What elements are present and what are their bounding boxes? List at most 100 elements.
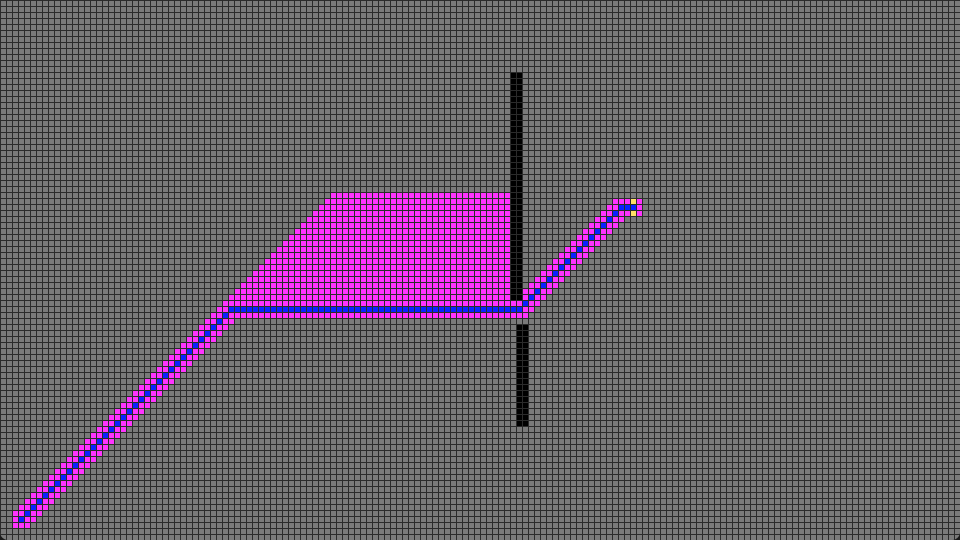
explored-cell <box>402 258 408 264</box>
explored-cell <box>462 258 468 264</box>
explored-cell <box>354 300 360 306</box>
explored-cell <box>174 366 180 372</box>
explored-cell <box>492 258 498 264</box>
path-cell <box>246 306 252 312</box>
explored-cell <box>462 288 468 294</box>
explored-cell <box>414 246 420 252</box>
explored-cell <box>330 270 336 276</box>
explored-cell <box>462 276 468 282</box>
explored-cell <box>492 210 498 216</box>
path-cell <box>270 306 276 312</box>
explored-cell <box>378 234 384 240</box>
explored-cell <box>384 198 390 204</box>
explored-cell <box>384 258 390 264</box>
explored-cell <box>300 300 306 306</box>
explored-cell <box>96 432 102 438</box>
explored-cell <box>492 204 498 210</box>
explored-cell <box>282 258 288 264</box>
explored-cell <box>288 246 294 252</box>
explored-cell <box>276 270 282 276</box>
explored-cell <box>504 228 510 234</box>
explored-cell <box>432 204 438 210</box>
explored-cell <box>492 228 498 234</box>
explored-cell <box>330 222 336 228</box>
path-cell <box>570 252 576 258</box>
path-cell <box>300 306 306 312</box>
explored-cell <box>234 312 240 318</box>
path-cell <box>108 426 114 432</box>
explored-cell <box>444 300 450 306</box>
explored-cell <box>450 282 456 288</box>
explored-cell <box>498 264 504 270</box>
explored-cell <box>390 210 396 216</box>
explored-cell <box>162 384 168 390</box>
path-cell <box>48 486 54 492</box>
explored-cell <box>306 228 312 234</box>
explored-cell <box>378 228 384 234</box>
explored-cell <box>402 276 408 282</box>
explored-cell <box>264 258 270 264</box>
explored-cell <box>30 492 36 498</box>
explored-cell <box>456 222 462 228</box>
explored-cell <box>462 234 468 240</box>
explored-cell <box>420 288 426 294</box>
explored-cell <box>168 354 174 360</box>
explored-cell <box>468 270 474 276</box>
explored-cell <box>252 288 258 294</box>
explored-cell <box>108 414 114 420</box>
explored-cell <box>456 246 462 252</box>
explored-cell <box>450 234 456 240</box>
path-cell <box>306 306 312 312</box>
explored-cell <box>414 276 420 282</box>
explored-cell <box>372 240 378 246</box>
explored-cell <box>492 198 498 204</box>
explored-cell <box>462 300 468 306</box>
explored-cell <box>264 276 270 282</box>
path-cell <box>144 390 150 396</box>
explored-cell <box>318 258 324 264</box>
explored-cell <box>396 210 402 216</box>
explored-cell <box>408 294 414 300</box>
explored-cell <box>408 216 414 222</box>
path-cell <box>138 396 144 402</box>
explored-cell <box>396 294 402 300</box>
explored-cell <box>492 300 498 306</box>
explored-cell <box>342 192 348 198</box>
explored-cell <box>402 210 408 216</box>
path-cell <box>126 408 132 414</box>
explored-cell <box>168 372 174 378</box>
explored-cell <box>294 312 300 318</box>
explored-cell <box>348 294 354 300</box>
explored-cell <box>486 258 492 264</box>
explored-cell <box>564 264 570 270</box>
explored-cell <box>582 246 588 252</box>
explored-cell <box>498 294 504 300</box>
explored-cell <box>300 222 306 228</box>
explored-cell <box>348 234 354 240</box>
explored-cell <box>360 216 366 222</box>
explored-cell <box>336 216 342 222</box>
path-cell <box>228 306 234 312</box>
explored-cell <box>402 252 408 258</box>
explored-cell <box>492 276 498 282</box>
explored-cell <box>432 246 438 252</box>
explored-cell <box>204 336 210 342</box>
explored-cell <box>312 222 318 228</box>
goal-cell[interactable] <box>630 198 636 204</box>
explored-cell <box>576 252 582 258</box>
goal-cell[interactable] <box>630 210 636 216</box>
explored-cell <box>480 216 486 222</box>
explored-cell <box>132 408 138 414</box>
explored-cell <box>264 264 270 270</box>
explored-cell <box>468 222 474 228</box>
explored-cell <box>438 240 444 246</box>
explored-cell <box>360 270 366 276</box>
explored-cell <box>552 258 558 264</box>
path-cell <box>348 306 354 312</box>
explored-cell <box>498 300 504 306</box>
explored-cell <box>318 300 324 306</box>
path-cell <box>378 306 384 312</box>
explored-cell <box>474 264 480 270</box>
